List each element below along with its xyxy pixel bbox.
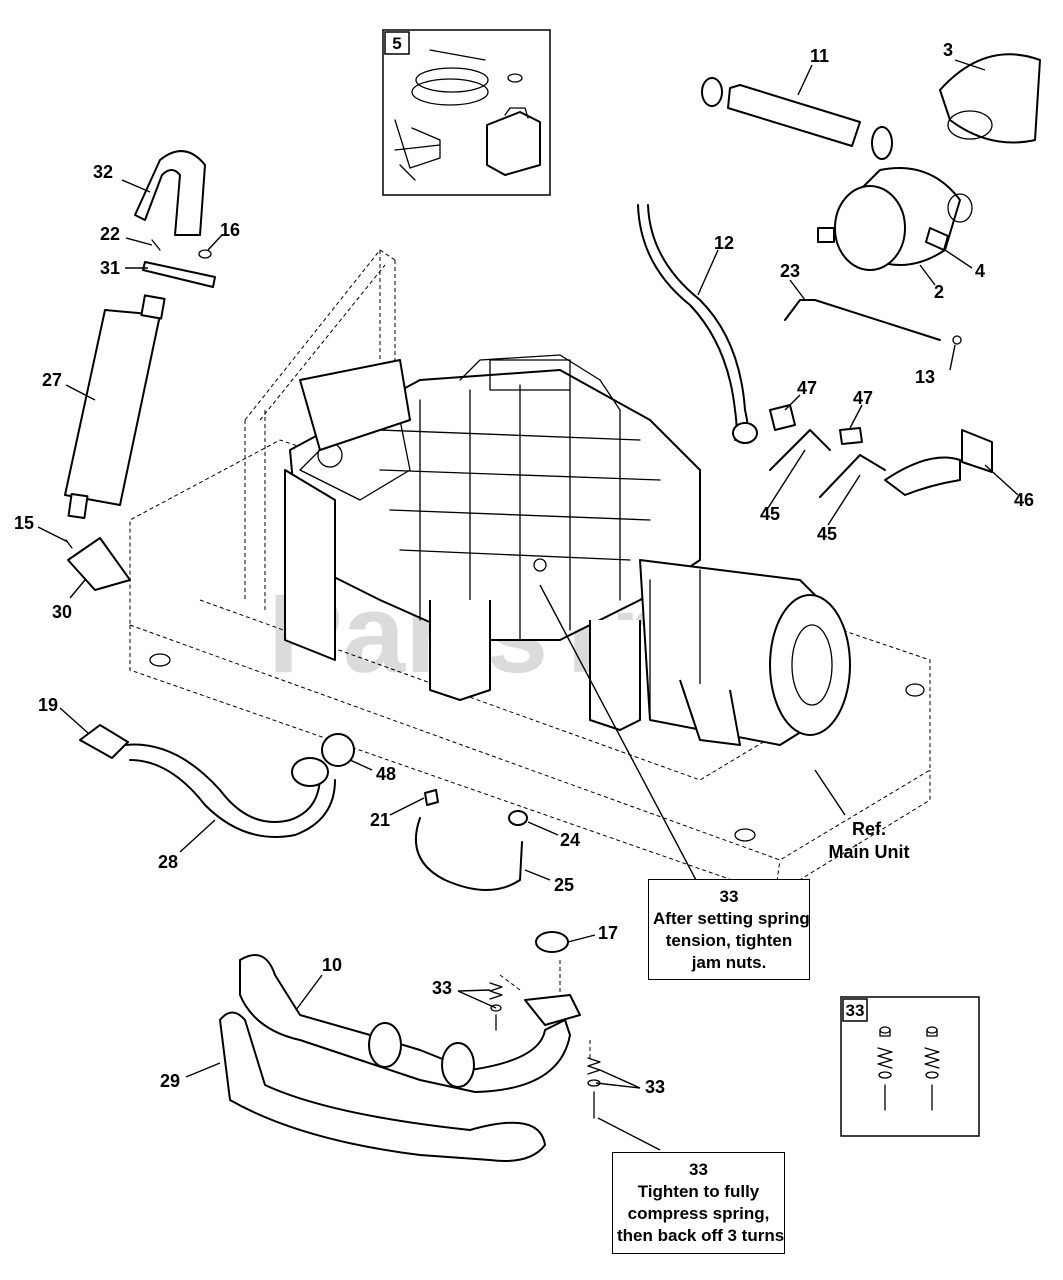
note-1-line-3: jam nuts. (691, 953, 767, 972)
part-47-valve-a (769, 404, 796, 431)
part-30-bracket (67, 537, 131, 591)
part-31-bracket (142, 261, 216, 288)
callout-22: 22 (100, 224, 120, 244)
callout-33a: 33 (432, 978, 452, 998)
callout-19: 19 (38, 695, 58, 715)
callout-47b: 47 (853, 388, 873, 408)
note-2-line-1: Tighten to fully (637, 1182, 760, 1201)
note-2-line-2: compress spring, (627, 1204, 770, 1223)
part-28-hose (124, 743, 321, 823)
part-23-tube (784, 299, 941, 341)
callout-48: 48 (376, 764, 396, 784)
ref-line-2: Main Unit (828, 842, 910, 862)
callout-31: 31 (100, 258, 120, 278)
part-32-elbow (134, 150, 206, 236)
callout-13: 13 (915, 367, 935, 387)
part-4-clamp (925, 227, 949, 251)
part-27-muffler (64, 309, 161, 506)
note-1-line-2: tension, tighten (665, 931, 793, 950)
part-16-nut (198, 249, 212, 259)
callout-11: 11 (810, 46, 829, 66)
callout-33b: 33 (645, 1077, 665, 1097)
leader-lines (37, 59, 1019, 1151)
part-33-spring-set-a (489, 982, 503, 1031)
part-25-hose (414, 817, 523, 891)
callout-12: 12 (714, 233, 734, 253)
callout-10: 10 (322, 955, 342, 975)
part-17-gasket (535, 931, 569, 953)
part-24-clamp (508, 810, 528, 826)
callout-45a: 45 (760, 504, 780, 524)
callout-21: 21 (370, 810, 390, 830)
part-22-bolt (151, 239, 161, 251)
note-2-line-3: then back off 3 turns (617, 1226, 785, 1245)
part-29-heat-shield (219, 1011, 546, 1162)
callout-24: 24 (560, 830, 580, 850)
part-3-filter (939, 53, 1041, 144)
inset-33-label: 33 (846, 1001, 865, 1020)
part-10-exhaust-pipe (239, 954, 571, 1093)
inset-5-label: 5 (392, 34, 401, 53)
callout-25: 25 (554, 875, 574, 895)
ref-main-unit: Ref. Main Unit (828, 818, 910, 864)
callout-15: 15 (14, 513, 34, 533)
ref-line-1: Ref. (851, 819, 886, 839)
note-1-line-1: After setting spring (653, 909, 810, 928)
callout-27: 27 (42, 370, 62, 390)
note-spring-tension: 33 After setting spring tension, tighten… (648, 879, 810, 980)
part-45-fitting-b (819, 454, 886, 498)
part-46-fitting (961, 429, 993, 473)
inset-box-33: 33 (840, 996, 980, 1137)
part-21-fitting (424, 789, 439, 806)
part-47-valve-b (839, 427, 863, 445)
callout-23: 23 (780, 261, 800, 281)
callout-4: 4 (975, 261, 985, 281)
callout-45b: 45 (817, 524, 837, 544)
note-compress-spring: 33 Tighten to fully compress spring, the… (612, 1152, 785, 1254)
note-2-number: 33 (689, 1160, 708, 1179)
part-48-gasket (321, 733, 355, 767)
callout-2: 2 (934, 282, 944, 302)
part-11-tube (727, 84, 861, 147)
callout-32: 32 (93, 162, 113, 182)
callout-17: 17 (598, 923, 618, 943)
inset-box-5: 5 (382, 29, 551, 196)
engine-assembly (284, 354, 851, 746)
callout-3: 3 (943, 40, 953, 60)
callout-29: 29 (160, 1071, 180, 1091)
note-1-number: 33 (719, 887, 739, 906)
callouts: 3 11 32 22 16 31 12 4 2 23 13 27 47 47 4… (14, 40, 1034, 1097)
main-unit-frame (129, 249, 931, 896)
part-33-spring-set-b (587, 1057, 601, 1119)
callout-46: 46 (1014, 490, 1034, 510)
callout-16: 16 (220, 220, 240, 240)
part-45-fitting-a (769, 429, 831, 471)
callout-28: 28 (158, 852, 178, 872)
callout-47a: 47 (797, 378, 817, 398)
part-13-clamp (952, 335, 962, 345)
callout-30: 30 (52, 602, 72, 622)
part-19-fitting (79, 724, 129, 759)
